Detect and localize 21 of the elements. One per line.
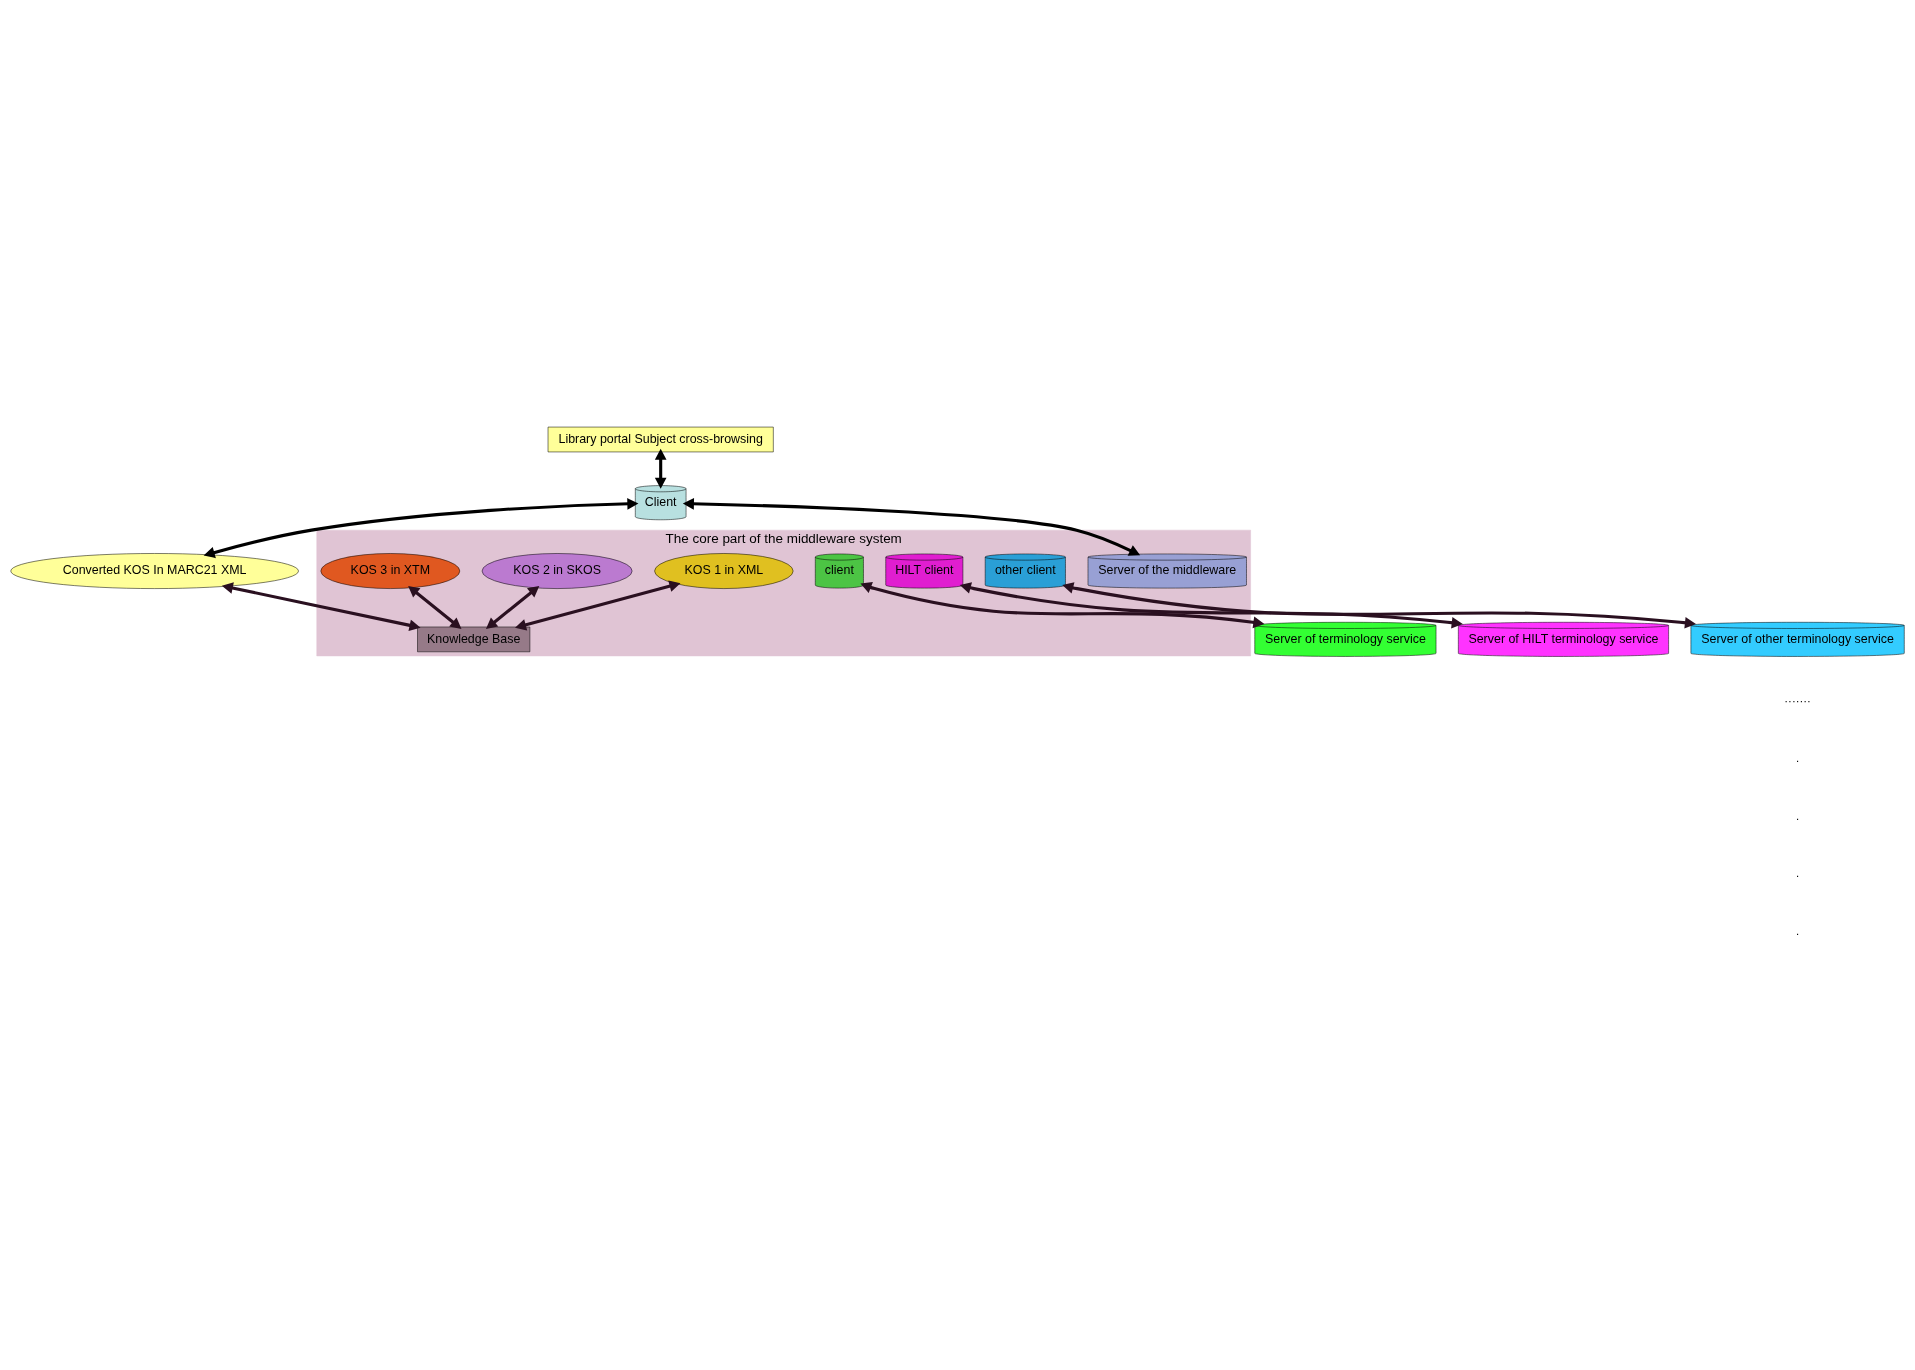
node-ellipse: KOS 1 in XML <box>654 552 794 589</box>
arrow <box>1062 581 1696 629</box>
arrow <box>485 585 540 629</box>
label: . <box>1796 924 1800 937</box>
node-ellipse: Converted KOS In MARC21 XML <box>10 552 299 589</box>
node-box: Knowledge Base <box>417 626 531 652</box>
label: . <box>1796 751 1800 764</box>
node-box: Library portal Subject cross-browsing <box>547 426 774 452</box>
arrow <box>860 581 1265 628</box>
label: . <box>1796 809 1800 822</box>
node-ellipse: KOS 3 in XTM <box>320 552 461 589</box>
arrow <box>514 580 681 630</box>
arrow <box>408 585 462 629</box>
arrow <box>221 581 421 631</box>
arrow <box>959 581 1463 629</box>
arrow <box>682 497 1141 556</box>
label: ······· <box>1784 694 1811 707</box>
label: . <box>1796 866 1800 879</box>
arrow <box>654 448 667 489</box>
node-ellipse: KOS 2 in SKOS <box>481 552 633 589</box>
arrow <box>203 497 639 558</box>
